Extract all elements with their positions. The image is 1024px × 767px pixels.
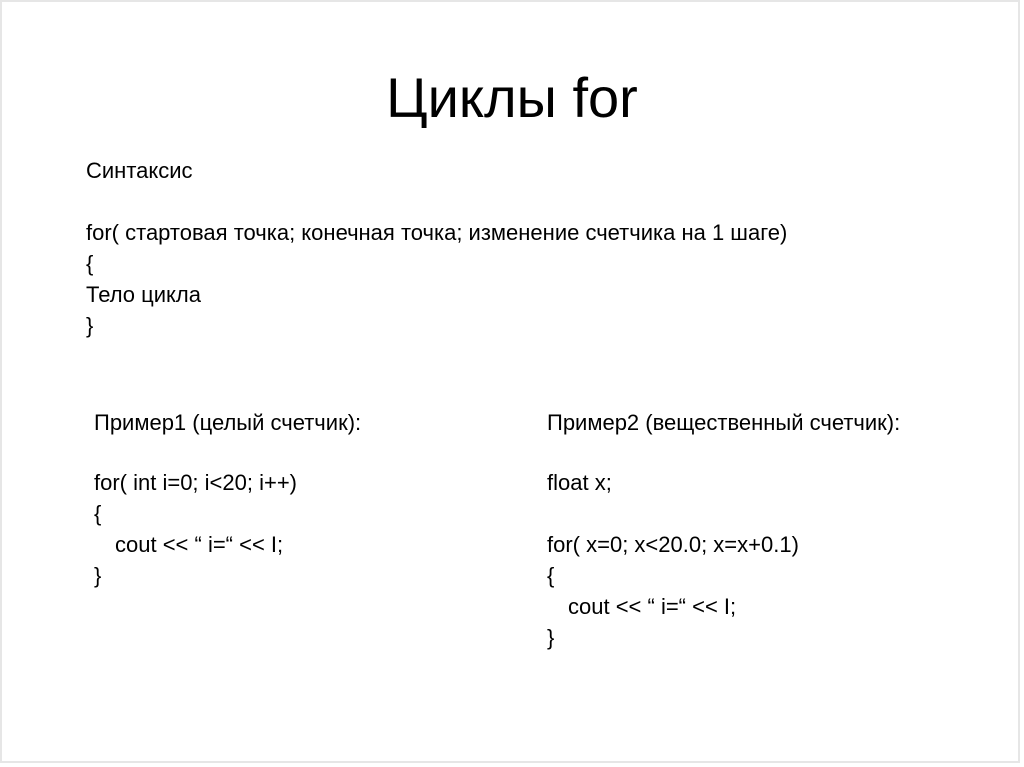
example1-for-line: for( int i=0; i<20; i++) (94, 470, 297, 495)
syntax-for-line: for( стартовая точка; конечная точка; из… (86, 220, 788, 245)
example2-close-brace: } (547, 625, 555, 650)
syntax-close-brace: } (86, 313, 94, 338)
example2-for-line: for( x=0; x<20.0; x=x+0.1) (547, 532, 799, 557)
slide-title: Циклы for (386, 66, 638, 129)
syntax-heading: Синтаксис (86, 158, 193, 183)
example1-body: cout << “ i=“ << I; (115, 532, 284, 557)
example1-close-brace: } (94, 563, 102, 588)
syntax-open-brace: { (86, 251, 94, 276)
example1-open-brace: { (94, 501, 102, 526)
example2-heading: Пример2 (вещественный счетчик): (547, 410, 901, 435)
syntax-body: Тело цикла (86, 282, 201, 307)
example2-declaration: float x; (547, 470, 612, 495)
example2-open-brace: { (547, 563, 555, 588)
example1-heading: Пример1 (целый счетчик): (94, 410, 362, 435)
example2-body: cout << “ i=“ << I; (568, 594, 737, 619)
